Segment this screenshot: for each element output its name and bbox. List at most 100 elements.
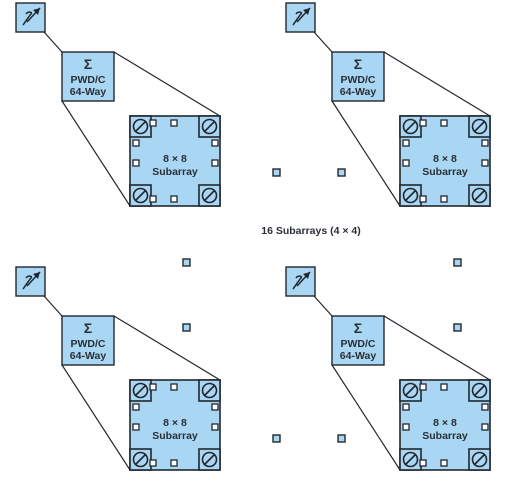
antenna-circle	[201, 382, 218, 399]
combiner-rect	[331, 315, 385, 366]
subarray-label-line2: Subarray	[152, 166, 198, 178]
circle-slash-antenna-icon	[198, 184, 221, 207]
array-element	[419, 459, 427, 467]
combiner-label-line2: 64-Way	[70, 350, 107, 362]
connector-line	[43, 295, 63, 317]
connector-line	[313, 31, 333, 53]
circle-slash-antenna-icon	[129, 379, 152, 402]
phase-arrow-head	[303, 272, 310, 279]
antenna-slash	[203, 384, 216, 397]
subarray-label-line2: Subarray	[422, 166, 468, 178]
array-element	[132, 139, 140, 147]
array-element	[149, 119, 157, 127]
antenna-circle	[201, 118, 218, 135]
array-element	[440, 383, 448, 391]
antenna-slash	[473, 384, 486, 397]
array-element	[402, 159, 410, 167]
fanout-line-bottom	[331, 100, 401, 207]
fanout-line-top	[383, 51, 491, 117]
connector-line	[313, 295, 333, 317]
antenna-circle	[132, 451, 149, 468]
array-element	[211, 403, 219, 411]
sigma-symbol: Σ	[354, 320, 362, 336]
subarray-label-line1: 8 × 8	[163, 153, 187, 165]
antenna-slash	[134, 384, 147, 397]
array-element	[419, 195, 427, 203]
array-element	[481, 403, 489, 411]
ellipsis-element	[453, 258, 462, 267]
sigma-symbol: Σ	[354, 56, 362, 72]
array-element	[149, 459, 157, 467]
phase-curve	[292, 275, 303, 290]
combiner-label-line2: 64-Way	[340, 86, 377, 98]
array-element	[132, 159, 140, 167]
phase-curve	[22, 275, 33, 290]
circle-slash-antenna-icon	[468, 448, 491, 471]
array-element	[149, 383, 157, 391]
subarray-label-line1: 8 × 8	[163, 417, 187, 429]
combiner-rect	[331, 51, 385, 102]
array-element	[211, 423, 219, 431]
antenna-circle	[132, 118, 149, 135]
array-element	[170, 459, 178, 467]
array-element	[211, 159, 219, 167]
antenna-slash	[203, 120, 216, 133]
fanout-line-top	[383, 315, 491, 381]
antenna-slash	[404, 453, 417, 466]
combiner-rect	[61, 315, 115, 366]
circle-slash-antenna-icon	[198, 448, 221, 471]
phase-arrow-head	[303, 8, 310, 15]
fanout-line-bottom	[331, 364, 401, 471]
antenna-slash	[404, 120, 417, 133]
array-element	[440, 195, 448, 203]
combiner-rect	[61, 51, 115, 102]
antenna-circle	[201, 187, 218, 204]
antenna-circle	[132, 187, 149, 204]
combiner-label-line1: PWD/C	[71, 338, 106, 350]
array-element	[132, 423, 140, 431]
phase-curve	[292, 11, 303, 26]
phase-arrow-head	[33, 272, 40, 279]
antenna-circle	[402, 382, 419, 399]
ellipsis-element	[337, 434, 346, 443]
subarray-label-line2: Subarray	[152, 430, 198, 442]
antenna-slash	[404, 189, 417, 202]
phase-shifter-icon	[285, 266, 316, 297]
circle-slash-antenna-icon	[129, 115, 152, 138]
phase-shifter-icon	[15, 2, 46, 33]
combiner-label-line2: 64-Way	[70, 86, 107, 98]
circle-slash-antenna-icon	[468, 115, 491, 138]
antenna-slash	[203, 189, 216, 202]
array-element	[170, 195, 178, 203]
array-element	[402, 403, 410, 411]
phase-shifter-icon	[285, 2, 316, 33]
subarray-label-line1: 8 × 8	[433, 153, 457, 165]
antenna-circle	[201, 451, 218, 468]
antenna-circle	[471, 118, 488, 135]
array-element	[481, 159, 489, 167]
circle-slash-antenna-icon	[129, 448, 152, 471]
phase-arrow-head	[33, 8, 40, 15]
fanout-line-top	[113, 315, 221, 381]
circle-slash-antenna-icon	[399, 448, 422, 471]
ellipsis-element	[272, 434, 281, 443]
array-element	[481, 423, 489, 431]
connector-line	[43, 31, 63, 53]
antenna-slash	[473, 189, 486, 202]
subarray-label-line2: Subarray	[422, 430, 468, 442]
ellipsis-element	[182, 323, 191, 332]
circle-slash-antenna-icon	[198, 115, 221, 138]
array-element	[170, 119, 178, 127]
antenna-circle	[402, 451, 419, 468]
